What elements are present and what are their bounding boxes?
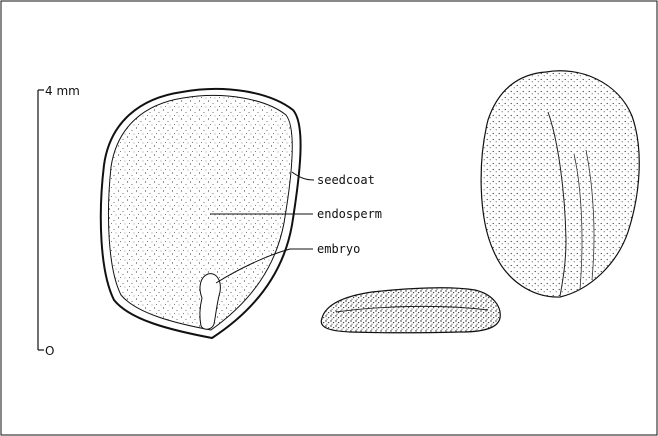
seed-side-view — [321, 288, 500, 333]
seedcoat-label: seedcoat — [317, 173, 375, 187]
seed-cross-section — [101, 89, 301, 338]
seedcoat-callout: seedcoat — [292, 172, 375, 187]
scale-bar: 4 mm O — [38, 84, 80, 358]
scale-top-label: 4 mm — [45, 84, 80, 98]
scale-bottom-label: O — [45, 344, 54, 358]
seed-face-view — [481, 71, 639, 297]
embryo-label: embryo — [317, 242, 360, 256]
endosperm-label: endosperm — [317, 207, 382, 221]
